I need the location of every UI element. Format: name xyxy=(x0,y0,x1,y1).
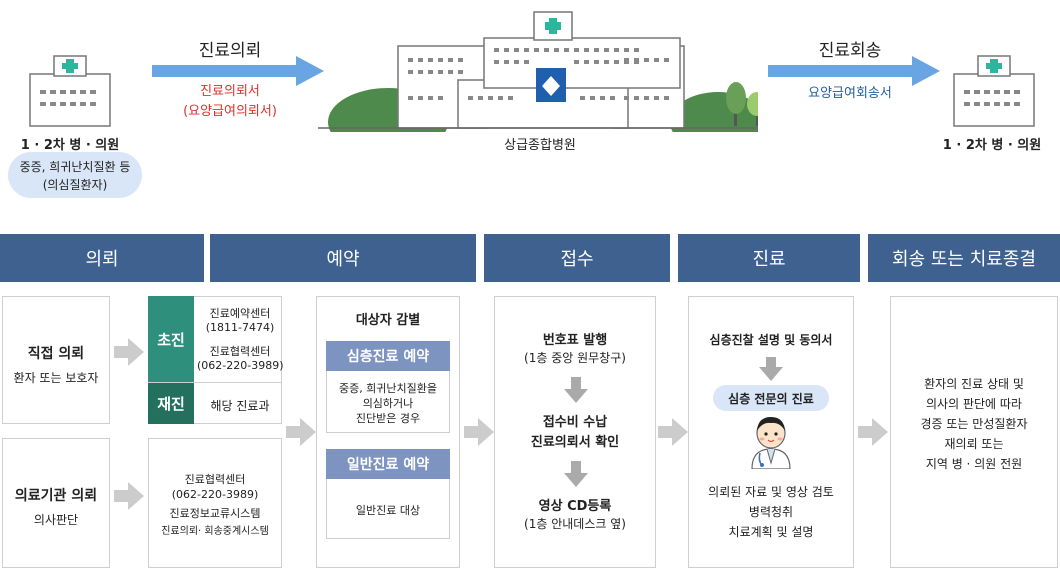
deep-booking-line1: 중증, 희귀난치질환을 xyxy=(338,382,438,395)
closing-box: 환자의 진료 상태 및 의사의 판단에 따라 경증 또는 만성질환자 재의뢰 또… xyxy=(890,296,1058,568)
inst-booking-line3: 진료정보교류시스템 xyxy=(169,507,261,520)
return-title: 진료회송 xyxy=(818,41,882,61)
treatment-line2: 병력청취 xyxy=(748,505,794,519)
direct-referral-sub: 환자 또는 보호자 xyxy=(13,371,99,385)
treatment-line1: 의뢰된 자료 및 영상 검토 xyxy=(708,485,834,499)
arrow-right-icon xyxy=(286,418,316,446)
general-booking-label: 일반진료 예약 xyxy=(326,449,450,479)
referral-title: 진료의뢰 xyxy=(198,41,262,61)
inst-referral-box: 의료기관 의뢰 의사판단 xyxy=(2,438,110,568)
first-visit-box: 초진 진료예약센터 (1811-7474) 진료협력센터 (062-220-39… xyxy=(148,296,284,424)
arrow-right-icon xyxy=(114,482,144,510)
inst-referral-sub: 의사판단 xyxy=(33,513,79,527)
clinic-left-icon xyxy=(29,55,111,127)
header-reception: 접수 xyxy=(484,234,670,282)
closing-line4: 재의뢰 또는 xyxy=(944,437,1004,451)
revisit-text: 해당 진료과 xyxy=(210,399,270,413)
arrow-right-icon xyxy=(464,418,494,446)
divider xyxy=(149,382,281,383)
clinic-right-label: 1 · 2차 병 · 의원 xyxy=(942,138,1042,153)
treatment-box: 심층진찰 설명 및 동의서 심층 전문의 진료 의뢰된 자료 및 영상 검토 병… xyxy=(688,296,854,568)
arrow-right-icon xyxy=(858,418,888,446)
inst-booking-line4: 진료의뢰· 회송중계시스템 xyxy=(161,526,269,537)
first-visit-line1: 진료예약센터 xyxy=(209,307,271,320)
treatment-line3: 치료계획 및 설명 xyxy=(728,525,814,539)
patient-badge-line1: 중증, 희귀난치질환 등 xyxy=(19,160,131,174)
arrow-down-icon xyxy=(564,377,588,403)
direct-referral-box: 직접 의뢰 환자 또는 보호자 xyxy=(2,296,110,424)
specialist-pill-text: 심층 전문의 진료 xyxy=(728,392,814,406)
header-reservation: 예약 xyxy=(210,234,476,282)
inst-referral-title: 의료기관 의뢰 xyxy=(14,488,98,504)
arrow-right-icon xyxy=(114,338,144,366)
reception-step1-line1: 번호표 발행 xyxy=(542,333,608,348)
deep-booking-card: 심층진료 예약 중증, 희귀난치질환을 의심하거나 진단받은 경우 xyxy=(326,341,450,433)
hospital-label: 상급종합병원 xyxy=(504,138,576,153)
reservation-title: 대상자 감별 xyxy=(355,313,421,328)
referral-doc-line1: 진료의뢰서 xyxy=(200,84,260,99)
reservation-box: 대상자 감별 심층진료 예약 중증, 희귀난치질환을 의심하거나 진단받은 경우… xyxy=(316,296,460,568)
reception-step2-line2: 진료의뢰서 확인 xyxy=(530,435,620,450)
arrow-right-icon xyxy=(658,418,688,446)
closing-line5: 지역 병 · 의원 전원 xyxy=(925,457,1023,471)
return-doc: 요양급여회송서 xyxy=(808,86,892,101)
inst-booking-line1: 진료협력센터 xyxy=(184,473,246,486)
return-arrow-icon xyxy=(768,56,940,86)
closing-line3: 경증 또는 만성질환자 xyxy=(920,417,1028,431)
reception-step3-line2: (1층 안내데스크 옆) xyxy=(524,517,626,531)
general-booking-text: 일반진료 대상 xyxy=(355,504,421,517)
first-visit-line4: (062-220-3989) xyxy=(197,359,284,372)
general-booking-card: 일반진료 예약 일반진료 대상 xyxy=(326,449,450,539)
referral-arrow-icon xyxy=(152,56,324,86)
clinic-left-label: 1 · 2차 병 · 의원 xyxy=(20,138,120,153)
reception-step2-line1: 접수비 수납 xyxy=(542,415,608,430)
treatment-consent: 심층진찰 설명 및 동의서 xyxy=(709,333,833,347)
header-referral: 의뢰 xyxy=(0,234,204,282)
arrow-down-icon xyxy=(759,357,783,381)
first-visit-line2: (1811-7474) xyxy=(205,321,275,334)
header-treatment: 진료 xyxy=(678,234,860,282)
arrow-down-icon xyxy=(564,461,588,487)
inst-booking-line2: (062-220-3989) xyxy=(171,488,259,501)
hospital-icon xyxy=(318,11,758,132)
first-visit-line3: 진료협력센터 xyxy=(209,345,271,358)
header-closing: 회송 또는 치료종결 xyxy=(868,234,1060,282)
first-visit-label: 초진 xyxy=(148,296,194,382)
closing-line2: 의사의 판단에 따라 xyxy=(926,397,1022,411)
doctor-icon xyxy=(751,417,791,469)
patient-badge-line2: (의심질환자) xyxy=(42,178,108,192)
inst-booking-box: 진료협력센터 (062-220-3989) 진료정보교류시스템 진료의뢰· 회송… xyxy=(148,438,282,568)
clinic-right-icon xyxy=(953,55,1035,127)
deep-booking-line3: 진단받은 경우 xyxy=(355,412,421,425)
reception-box: 번호표 발행 (1층 중앙 원무창구) 접수비 수납 진료의뢰서 확인 영상 C… xyxy=(494,296,656,568)
patient-badge: 중증, 희귀난치질환 등 (의심질환자) xyxy=(8,152,142,198)
deep-booking-line2: 의심하거나 xyxy=(362,397,414,410)
referral-doc-line2: (요양급여의뢰서) xyxy=(183,104,277,119)
reception-step3-line1: 영상 CD등록 xyxy=(538,499,612,514)
reception-step1-line2: (1층 중앙 원무창구) xyxy=(524,351,626,365)
deep-booking-label: 심층진료 예약 xyxy=(326,341,450,371)
direct-referral-title: 직접 의뢰 xyxy=(27,346,85,362)
closing-line1: 환자의 진료 상태 및 xyxy=(924,377,1024,391)
revisit-label: 재진 xyxy=(148,383,194,424)
specialist-pill: 심층 전문의 진료 xyxy=(713,385,829,411)
